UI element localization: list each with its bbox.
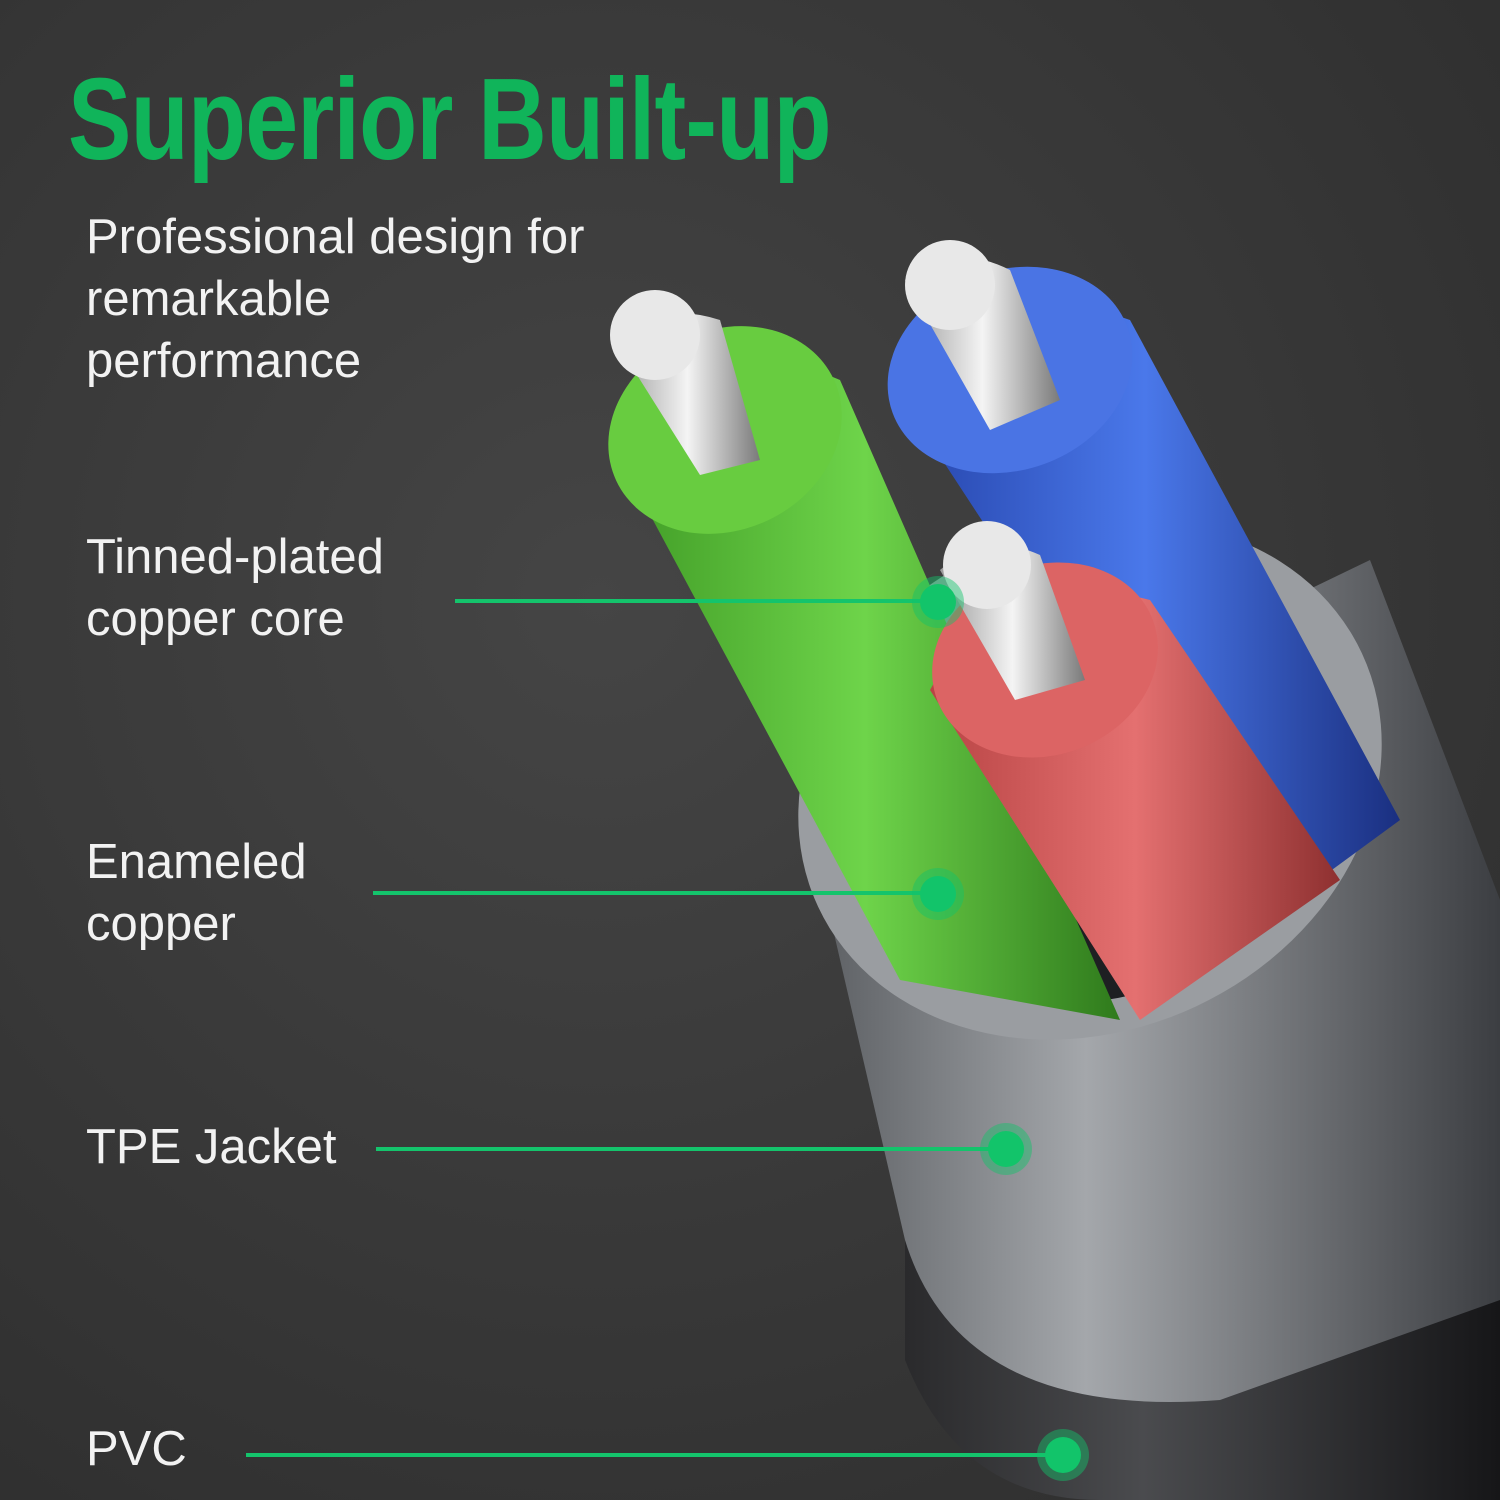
callout-leader-line — [246, 1453, 1046, 1457]
callout-label-line2: copper core — [86, 592, 345, 646]
callout-leader-line — [376, 1147, 991, 1151]
callout-marker-dot — [988, 1131, 1024, 1167]
callout-label-line2: copper — [86, 897, 236, 951]
red-wire-bundle — [930, 521, 1340, 1020]
page-title: Superior Built-up — [68, 54, 832, 184]
callout-leader-line — [373, 891, 923, 895]
callout-leader-line — [455, 599, 925, 603]
callout-marker-dot — [920, 584, 956, 620]
subtitle: Professional design for remarkable perfo… — [86, 210, 585, 388]
green-wire-bundle — [608, 290, 1120, 1020]
callout-marker-dot — [920, 876, 956, 912]
callout-marker-dot — [1045, 1437, 1081, 1473]
callout-label-line1: Enameled — [86, 835, 307, 889]
callout-label-line1: Tinned-plated — [86, 530, 384, 584]
callout-label: TPE Jacket — [86, 1120, 337, 1174]
callout-label: PVC — [86, 1422, 187, 1476]
